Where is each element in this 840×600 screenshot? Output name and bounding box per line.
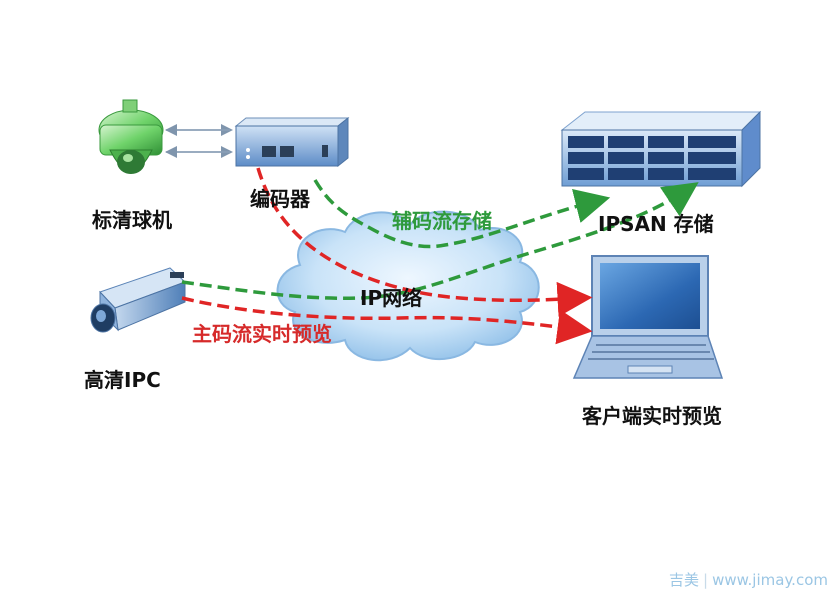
hd-ipc-camera-icon — [90, 267, 186, 333]
watermark: 吉美|www.jimay.com — [669, 571, 828, 589]
main-stream-encoder-to-client — [256, 167, 593, 317]
hd-ipc-label: 高清IPC — [84, 368, 161, 392]
dome-camera-label: 标清球机 — [92, 208, 172, 232]
ip-network-cloud — [276, 210, 540, 362]
client-label: 客户端实时预览 — [582, 404, 722, 428]
sub-stream-ipc-to-storage — [181, 182, 699, 300]
sub-stream-lines — [181, 179, 699, 300]
network-label: IP网络 — [360, 286, 423, 310]
dome-camera-icon — [98, 99, 164, 174]
main-stream-label: 主码流实时预览 — [192, 322, 332, 346]
storage-label: IPSAN 存储 — [598, 212, 714, 236]
watermark-brand: 吉美 — [669, 571, 700, 589]
main-stream-lines — [181, 167, 593, 345]
camera-encoder-links — [165, 124, 233, 158]
client-laptop-icon — [572, 255, 724, 379]
encoder-label: 编码器 — [250, 187, 310, 211]
watermark-site: www.jimay.com — [712, 571, 828, 589]
sub-stream-encoder-to-storage — [313, 179, 611, 249]
main-stream-ipc-to-client — [181, 296, 593, 345]
sub-stream-label: 辅码流存储 — [392, 209, 492, 233]
ipsan-storage-icon — [560, 110, 762, 188]
encoder-icon — [234, 116, 350, 168]
